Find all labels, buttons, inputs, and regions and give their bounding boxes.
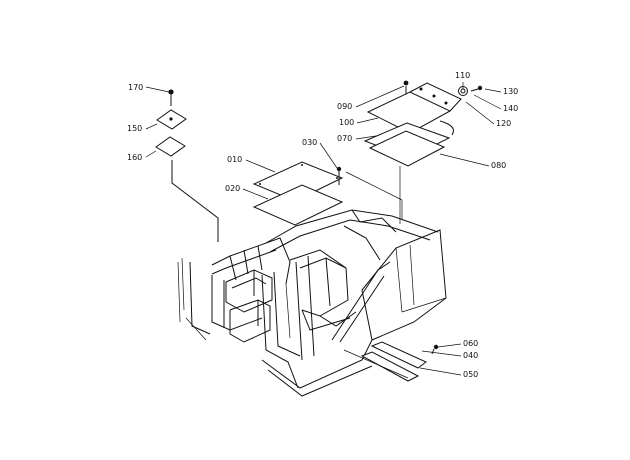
callout-110[interactable]: 110 [455, 71, 470, 80]
part-130-bolt [470, 85, 483, 92]
callout-050[interactable]: 050 [463, 370, 478, 379]
leader-080 [439, 153, 490, 167]
leader-lines [145, 82, 502, 376]
part-160-plate [155, 136, 186, 157]
leader-100 [356, 117, 379, 124]
part-080-plate [368, 130, 446, 167]
leader-010 [245, 159, 276, 173]
callout-020[interactable]: 020 [225, 184, 240, 193]
part-030-screw [336, 166, 342, 185]
part-030-routing-line [345, 171, 403, 219]
leader-030 [319, 142, 338, 169]
leader-090 [355, 85, 405, 108]
leader-020 [242, 188, 269, 200]
callout-070[interactable]: 070 [337, 134, 352, 143]
callout-030[interactable]: 030 [302, 138, 317, 147]
part-170-bolt [168, 89, 174, 106]
callout-150[interactable]: 150 [127, 124, 142, 133]
part-150-plate [156, 109, 187, 130]
part-100-bracket-plate [366, 82, 462, 134]
cab-right-side-panel [361, 229, 447, 341]
part-020-gasket [252, 184, 344, 226]
callout-160[interactable]: 160 [127, 153, 142, 162]
callout-170[interactable]: 170 [128, 83, 143, 92]
leader-050 [419, 367, 462, 376]
leader-070 [355, 135, 377, 140]
callout-140[interactable]: 140 [503, 104, 518, 113]
callout-010[interactable]: 010 [227, 155, 242, 164]
leader-170 [145, 86, 170, 93]
callout-130[interactable]: 130 [503, 87, 518, 96]
part-060-screw [431, 344, 439, 355]
callout-040[interactable]: 040 [463, 351, 478, 360]
part-110-grommet [458, 86, 468, 96]
callout-080[interactable]: 080 [491, 161, 506, 170]
callout-labels: 170 150 160 010 020 030 090 100 070 110 … [127, 71, 518, 379]
part-160-routing-line [171, 160, 219, 242]
leader-140 [473, 94, 502, 110]
leader-130 [484, 88, 502, 93]
part-050-floor-strip [360, 351, 420, 382]
leader-160 [145, 150, 157, 158]
callout-120[interactable]: 120 [496, 119, 511, 128]
leader-150 [145, 123, 158, 130]
leader-120 [465, 101, 495, 125]
cab-frame [177, 209, 447, 397]
part-040-floor-strip [370, 341, 427, 369]
leader-040 [421, 350, 462, 357]
callout-090[interactable]: 090 [337, 102, 352, 111]
callout-100[interactable]: 100 [339, 118, 354, 127]
leader-060 [437, 343, 462, 348]
callout-060[interactable]: 060 [463, 339, 478, 348]
part-050-routing-line [343, 349, 409, 379]
part-090-bolt [403, 80, 409, 94]
